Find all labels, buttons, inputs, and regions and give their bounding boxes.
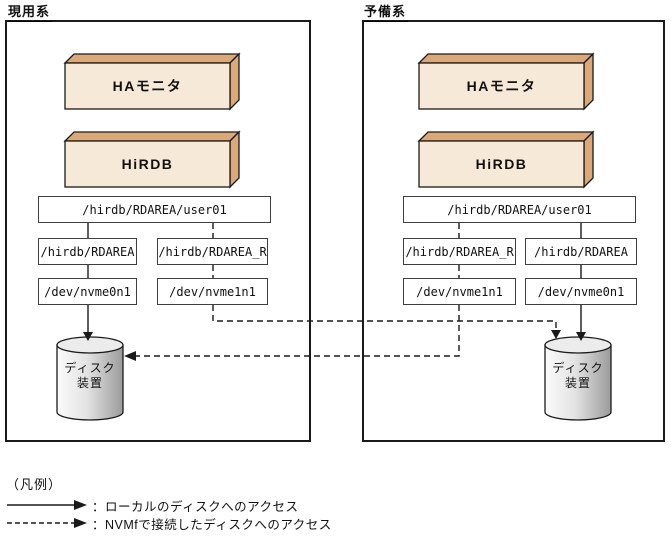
symlink-box-standby-local: /hirdb/RDAREA (525, 238, 637, 265)
system-label-standby: 予備系 (364, 1, 409, 22)
device-box-active-local: /dev/nvme0n1 (38, 278, 137, 305)
legend-label-local: ：ローカルのディスクへのアクセス (92, 499, 299, 514)
disk-label-standby-line2: 装置 (564, 376, 591, 390)
system-box-active (5, 20, 311, 442)
disk-label-standby: ディスク 装置 (545, 361, 611, 391)
disk-cylinder-standby (544, 336, 612, 421)
hirdb-3d-box-active (63, 130, 241, 189)
solid-arrow-icon (7, 500, 87, 510)
legend-label-nvmf: ：NVMfで接続したディスクへのアクセス (92, 517, 332, 532)
hirdb-3d-box-standby (417, 130, 595, 189)
disk-label-standby-line1: ディスク (552, 361, 604, 375)
disk-cylinder-active (56, 336, 124, 421)
legend-item-nvmf: ：NVMfで接続したディスクへのアクセス (6, 515, 332, 532)
arrowhead-nvmf-into-standby-disk (551, 330, 561, 339)
arrowhead-nvmf-into-active-disk (124, 351, 136, 361)
rdarea-file-box-active: /hirdb/RDAREA/user01 (38, 196, 271, 223)
symlink-box-active-remote: /hirdb/RDAREA_R (157, 238, 268, 265)
arrowhead-local-active (83, 332, 93, 341)
symlink-box-active-local: /hirdb/RDAREA (38, 238, 137, 265)
legend: （凡例） ：ローカルのディスクへのアクセス ：NVMfで接続したディスクへのアク… (6, 474, 332, 532)
system-label-active: 現用系 (8, 1, 53, 22)
dashed-arrow-icon (7, 518, 87, 528)
ha-monitor-3d-box-standby (417, 52, 595, 111)
hirdb-label-standby: HiRDB (475, 156, 528, 172)
nvmf-path-standby-to-active (136, 223, 460, 357)
device-box-active-remote: /dev/nvme1n1 (157, 278, 268, 305)
arrowhead-local-standby (576, 332, 586, 341)
disk-label-active-line2: 装置 (76, 376, 103, 390)
ha-monitor-label-standby: HAモニタ (466, 78, 537, 94)
rdarea-file-box-standby: /hirdb/RDAREA/user01 (403, 196, 636, 223)
device-box-standby-remote: /dev/nvme1n1 (403, 278, 516, 305)
legend-item-local: ：ローカルのディスクへのアクセス (6, 497, 332, 514)
system-box-standby (362, 20, 665, 442)
legend-title: （凡例） (6, 477, 63, 492)
nvmf-path-active-to-standby (212, 223, 557, 331)
disk-label-active: ディスク 装置 (57, 361, 123, 391)
symlink-box-standby-remote: /hirdb/RDAREA_R (403, 238, 516, 265)
ha-monitor-label-active: HAモニタ (112, 78, 183, 94)
hirdb-label-active: HiRDB (121, 156, 174, 172)
disk-label-active-line1: ディスク (64, 361, 116, 375)
device-box-standby-local: /dev/nvme0n1 (525, 278, 637, 305)
ha-monitor-3d-box-active (63, 52, 241, 111)
